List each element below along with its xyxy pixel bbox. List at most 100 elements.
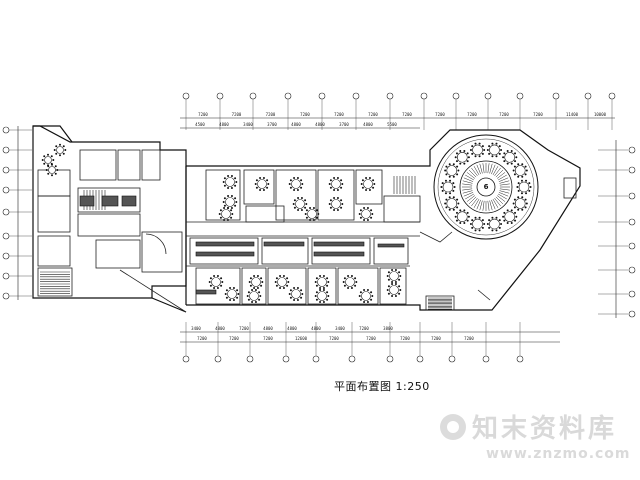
chair — [481, 145, 484, 148]
private-rooms-north — [205, 169, 383, 221]
chair — [275, 284, 278, 287]
chair — [235, 181, 238, 183]
grid-bubble — [182, 355, 190, 363]
chair — [312, 218, 315, 221]
chair — [449, 179, 452, 182]
chair — [289, 296, 292, 299]
chair — [237, 293, 240, 295]
chair — [249, 284, 252, 287]
table-top — [317, 277, 327, 287]
round-table — [248, 275, 264, 289]
stage-step — [462, 180, 473, 184]
stage-step — [499, 190, 510, 194]
chair — [254, 300, 257, 303]
bottom-overall-dimension-label: 7200 — [366, 336, 376, 341]
banquet-table — [516, 179, 532, 195]
chair — [293, 298, 296, 301]
chair — [230, 195, 233, 198]
chair — [466, 219, 469, 222]
chair — [474, 142, 477, 145]
chair — [347, 275, 350, 278]
chair — [315, 298, 318, 301]
chair — [247, 298, 250, 301]
chair — [56, 169, 59, 171]
chair — [226, 218, 229, 221]
chair — [216, 286, 219, 289]
table-top — [442, 181, 454, 193]
bottom-dimension-label: 4800 — [215, 326, 225, 331]
chair — [515, 156, 518, 159]
table-top — [446, 165, 458, 176]
chair — [510, 221, 513, 224]
chair — [304, 206, 307, 209]
chair — [452, 196, 455, 199]
chair — [457, 169, 460, 172]
chair — [366, 300, 369, 303]
table-top — [56, 146, 64, 154]
table-top — [361, 209, 371, 219]
grid-bubble — [2, 292, 10, 300]
banquet-table — [454, 209, 470, 224]
chair — [333, 188, 336, 191]
chair — [316, 216, 319, 219]
table-top — [472, 218, 483, 230]
chair — [524, 198, 527, 201]
stage-step — [462, 183, 473, 186]
stage-step — [476, 199, 481, 210]
round-table — [274, 275, 290, 289]
chair — [503, 160, 506, 163]
chair — [506, 150, 509, 153]
chair — [481, 219, 484, 222]
banquet-table — [444, 196, 460, 211]
stage-step — [476, 164, 481, 175]
chair — [289, 289, 292, 292]
chair — [328, 183, 331, 185]
table-top — [504, 151, 515, 163]
chair — [259, 188, 262, 191]
chair — [225, 296, 228, 299]
chair — [525, 179, 528, 182]
chair — [261, 281, 264, 283]
chair — [503, 219, 506, 222]
chair — [329, 179, 332, 182]
kitchen-counter — [79, 195, 95, 207]
chair — [296, 177, 299, 180]
stage-step — [499, 180, 510, 184]
stage-step — [489, 200, 493, 211]
chair — [358, 213, 361, 215]
top-dimension-label: 7200 — [368, 112, 378, 117]
banquet-table — [486, 142, 503, 158]
chair — [514, 211, 517, 214]
round-banquet-hall — [433, 134, 539, 240]
chair — [328, 203, 331, 205]
grid-bubble — [608, 92, 616, 100]
top-sub-dimension-label: 3700 — [267, 122, 277, 127]
chair — [227, 186, 230, 189]
kitchen-counter — [195, 289, 217, 295]
table-top — [225, 197, 235, 207]
chair — [340, 206, 343, 209]
chair — [262, 177, 265, 180]
chair — [444, 202, 447, 205]
chair — [510, 209, 513, 212]
top-sub-dimension-label: 5500 — [387, 122, 397, 127]
stage-step — [497, 174, 507, 181]
private-room — [241, 267, 267, 305]
chair — [506, 209, 509, 212]
round-table — [53, 143, 67, 157]
stage-step — [496, 195, 506, 202]
stage-step — [462, 190, 473, 194]
chair — [251, 289, 254, 292]
chair — [529, 186, 532, 188]
chair — [336, 208, 339, 211]
chair — [498, 152, 501, 155]
stage-step — [487, 200, 490, 211]
grid-bubble — [628, 166, 636, 174]
chair — [329, 199, 332, 202]
table-top — [44, 156, 52, 164]
chair — [50, 155, 53, 158]
stage-step — [491, 164, 496, 175]
table-top — [389, 271, 399, 281]
stage-step — [482, 200, 485, 211]
chair — [370, 298, 373, 301]
